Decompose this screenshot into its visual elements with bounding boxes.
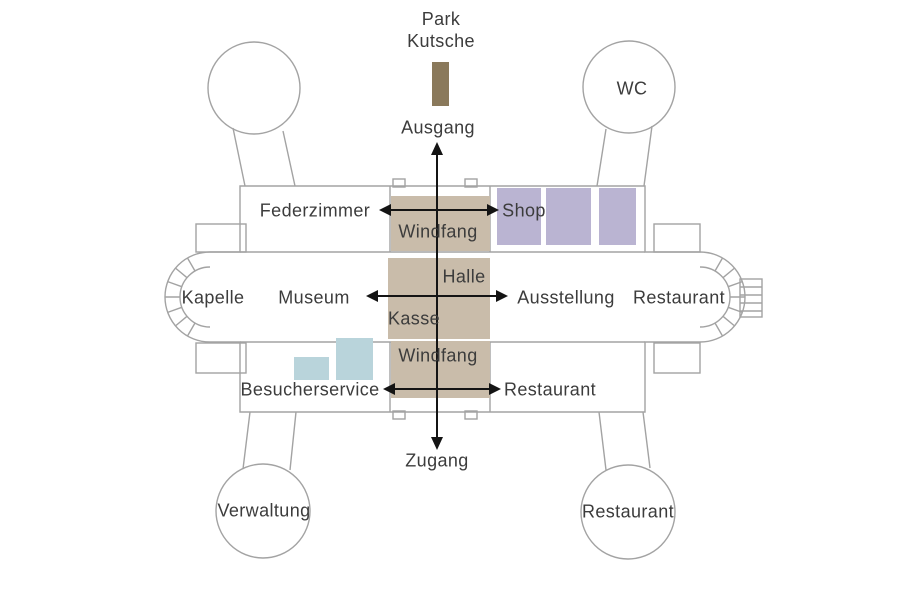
label-kasse: Kasse xyxy=(387,308,441,329)
shop-block-2 xyxy=(546,188,591,245)
label-restaurant-east: Restaurant xyxy=(632,287,726,308)
label-wc: WC xyxy=(616,78,648,99)
label-zugang: Zugang xyxy=(405,450,469,471)
chapel-apse-detail xyxy=(165,257,211,337)
label-shop: Shop xyxy=(502,200,546,221)
tower-top-right-wc xyxy=(582,40,676,134)
label-museum: Museum xyxy=(278,287,350,308)
tower-neck-walls xyxy=(232,125,653,471)
label-federzimmer: Federzimmer xyxy=(259,200,371,221)
arrow-head-left xyxy=(366,290,378,302)
side-room xyxy=(195,342,247,374)
shop-block-1 xyxy=(497,188,541,245)
east-apse-detail xyxy=(699,257,745,337)
label-park: Park xyxy=(421,9,461,29)
stairs-detail xyxy=(739,278,763,318)
label-restaurant-south: Restaurant xyxy=(503,379,597,400)
park-kutsche-marker xyxy=(432,62,449,106)
tower-bottom-left-verwaltung xyxy=(215,463,311,559)
tower-bottom-right-restaurant xyxy=(580,464,676,560)
side-room xyxy=(653,342,701,374)
arrow-head-left xyxy=(379,204,391,216)
label-kutsche: Kutsche xyxy=(407,31,475,51)
label-windfang-top: Windfang xyxy=(398,221,478,242)
entrance-ticks xyxy=(392,178,478,420)
arrow-head-left xyxy=(383,383,395,395)
flow-arrows xyxy=(366,142,508,450)
label-restaurant-tower: Restaurant xyxy=(581,501,675,522)
arrow-head-up xyxy=(431,142,443,155)
windfang-top-block xyxy=(391,196,490,251)
halle-kasse-block xyxy=(388,258,490,339)
side-room xyxy=(195,223,247,253)
arrow-head-right xyxy=(489,383,501,395)
label-halle: Halle xyxy=(442,266,486,287)
label-ausstellung: Ausstellung xyxy=(517,287,615,308)
arrow-head-right xyxy=(496,290,508,302)
arrow-head-down xyxy=(431,437,443,450)
label-ausgang: Ausgang xyxy=(401,117,475,138)
label-besucherservice: Besucherservice xyxy=(240,379,380,400)
side-room xyxy=(653,223,701,253)
label-windfang-bottom: Windfang xyxy=(398,345,478,366)
label-verwaltung: Verwaltung xyxy=(217,500,311,521)
label-kapelle: Kapelle xyxy=(181,287,245,308)
label-park-kutsche: Park Kutsche xyxy=(407,8,475,52)
tower-top-left xyxy=(207,41,301,135)
shop-block-3 xyxy=(599,188,636,245)
arrow-head-right xyxy=(487,204,499,216)
besucherservice-block-2 xyxy=(336,338,373,380)
besucherservice-block-1 xyxy=(294,357,329,380)
